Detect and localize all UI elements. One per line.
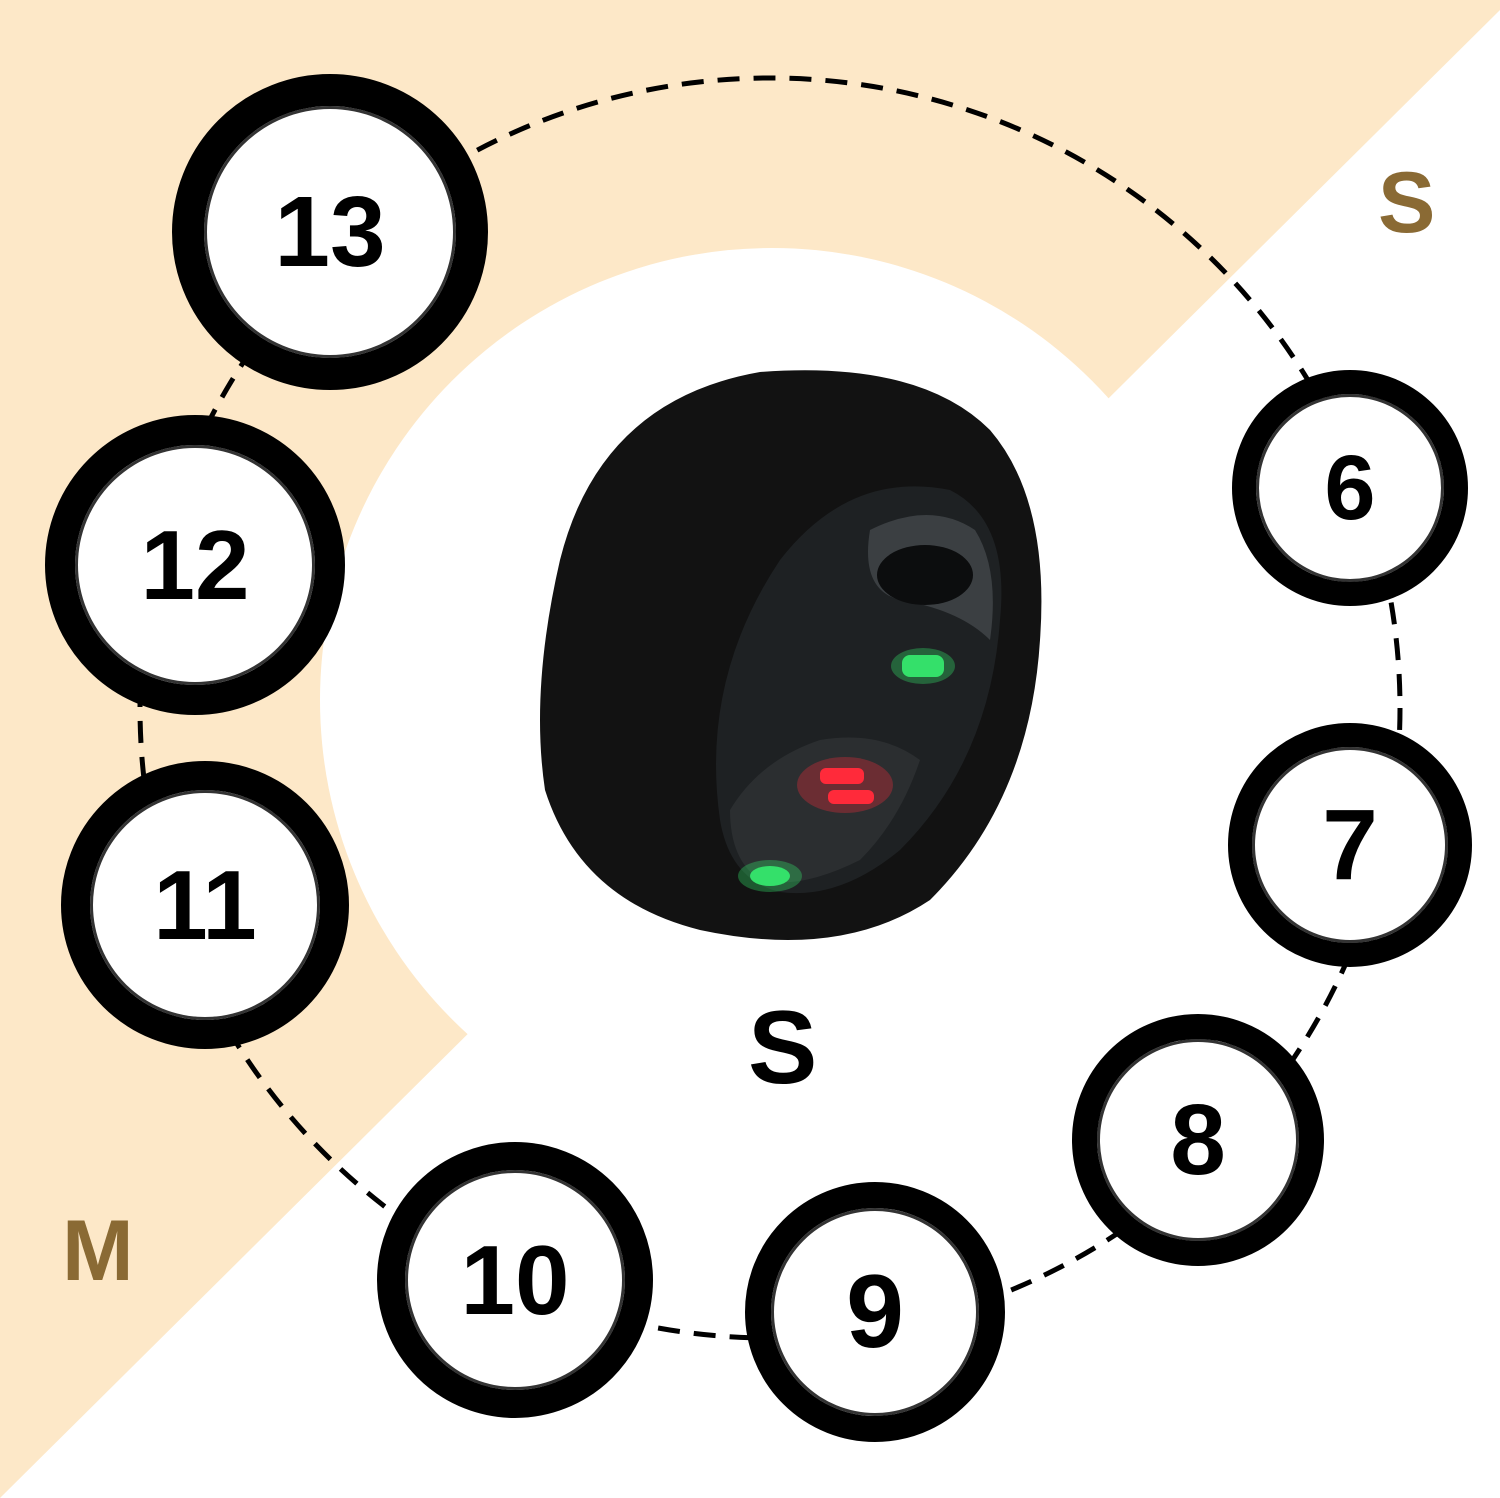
green-led-glow-bottom	[738, 860, 802, 892]
ring-size-number: 10	[460, 1225, 570, 1335]
ring-size-number: 9	[846, 1254, 904, 1370]
ring-size-number: 12	[140, 510, 250, 620]
product-size-label: S	[748, 990, 818, 1106]
smart-ring-icon	[540, 370, 1042, 940]
ring-size-6: 6	[1232, 370, 1468, 606]
size-group-label-s: S	[1378, 155, 1436, 251]
ring-size-number: 8	[1170, 1084, 1226, 1196]
ring-size-10: 10	[377, 1142, 653, 1418]
size-group-label-m: M	[62, 1203, 134, 1299]
ring-size-number: 7	[1322, 789, 1378, 901]
ring-size-9: 9	[745, 1182, 1005, 1442]
ring-size-number: 11	[153, 850, 257, 960]
ring-size-12: 12	[45, 415, 345, 715]
green-led-bottom	[750, 866, 790, 886]
ring-size-13: 13	[172, 74, 488, 390]
ring-size-number: 13	[274, 176, 386, 288]
red-led-2	[828, 790, 874, 804]
green-led-top	[902, 655, 944, 677]
ring-size-7: 7	[1228, 723, 1472, 967]
ring-size-number: 6	[1324, 437, 1376, 539]
red-led-1	[820, 768, 864, 784]
ring-size-11: 11	[61, 761, 349, 1049]
green-led-glow-top	[891, 648, 955, 684]
ring-sensor-dome	[877, 545, 973, 605]
red-led-glow	[797, 757, 893, 813]
ring-size-8: 8	[1072, 1014, 1324, 1266]
ring-inner-shadow	[730, 737, 920, 883]
